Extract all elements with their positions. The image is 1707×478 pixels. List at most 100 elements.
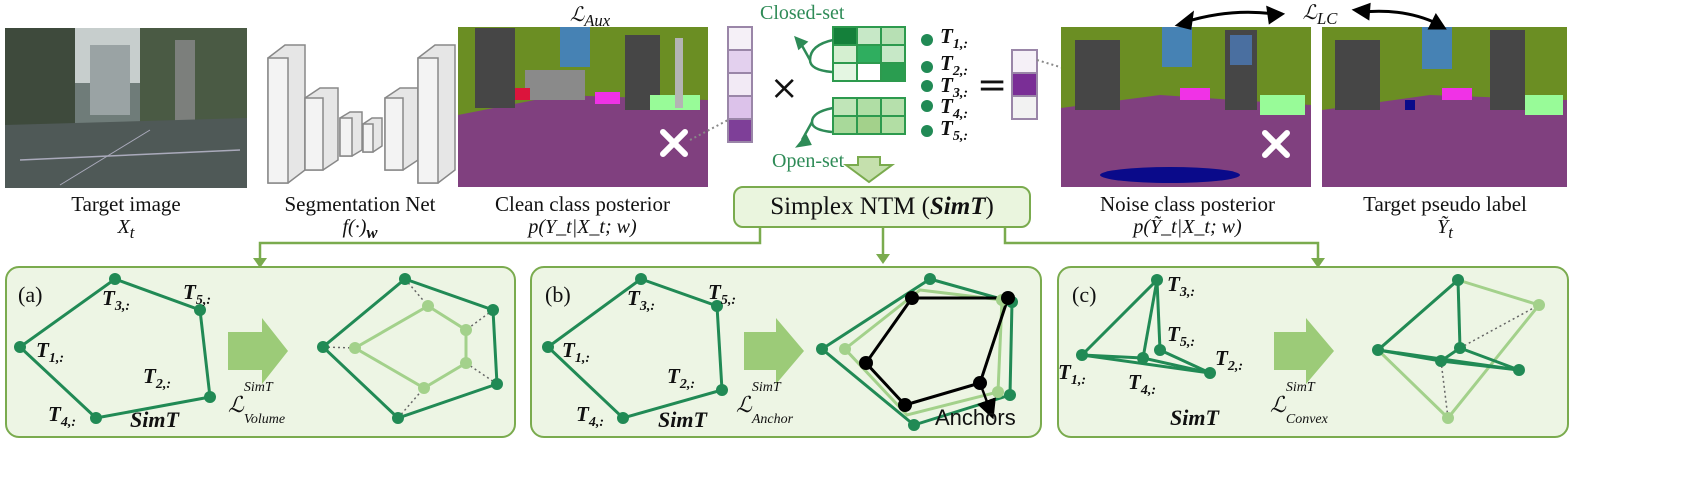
panel-c-tag: (c) xyxy=(1072,282,1097,307)
lc-loss-sub: LC xyxy=(1317,9,1338,28)
row-1-t: T xyxy=(940,24,953,48)
c-t2: T xyxy=(1215,346,1228,370)
seg-net-symbol: f(·)w xyxy=(255,216,465,243)
open-set-label: Open-set xyxy=(772,150,845,172)
c-t3-sub: 3,: xyxy=(1179,285,1195,301)
panel-b-arrow xyxy=(744,318,804,384)
c-loss-sup: SimT xyxy=(1285,380,1315,395)
panel-c-arrow xyxy=(1274,318,1334,384)
symbol-x-sub: t xyxy=(129,223,135,242)
b-t4-sub: 4,: xyxy=(588,415,604,431)
c-loss-l: ℒ xyxy=(1270,392,1286,417)
target-image xyxy=(5,28,247,188)
row-5-sub: 5,: xyxy=(952,129,968,145)
seg-net-w: w xyxy=(366,223,378,242)
c-t1-sub: 1,: xyxy=(1070,373,1086,389)
row-2-sub: 2,: xyxy=(952,64,968,80)
panel-b-label-t2: T2,: xyxy=(667,364,695,393)
c-t3: T xyxy=(1167,272,1180,296)
seg-net-caption: Segmentation Net xyxy=(284,192,436,216)
lc-loss: ℒLC xyxy=(1285,0,1355,29)
panel-c-label-t1: T1,: xyxy=(1058,360,1086,389)
noise-posterior-caption: Noise class posterior xyxy=(1100,192,1275,216)
down-arrow-to-simt xyxy=(842,156,896,184)
closed-set-label: Closed-set xyxy=(760,2,845,24)
matrix-row-dots xyxy=(921,34,933,137)
c-loss-sub: Convex xyxy=(1285,412,1328,428)
panel-a-label-t4: T4,: xyxy=(48,402,76,431)
panel-b-label-t4: T4,: xyxy=(576,402,604,431)
b-loss-sub: Anchor xyxy=(751,412,794,428)
pseudo-label-map xyxy=(1322,27,1567,187)
lc-loss-symbol: ℒ xyxy=(1302,2,1318,24)
panel-c-simt: SimT xyxy=(1170,405,1219,430)
pseudo-label-symbol: Ỹt xyxy=(1320,216,1570,243)
a-loss-l: ℒ xyxy=(228,392,244,417)
panel-a-label-t5: T5,: xyxy=(183,280,211,309)
simplex-ntm-box: Simplex NTM (SimT) xyxy=(733,186,1031,228)
a-t4-sub: 4,: xyxy=(60,415,76,431)
matrix-row-5: T5,: xyxy=(940,116,968,145)
panel-a-result xyxy=(317,273,503,424)
noise-posterior-map xyxy=(1061,27,1311,187)
panel-b-simplex xyxy=(542,273,728,424)
c-t4-sub: 4,: xyxy=(1140,383,1156,399)
segmentation-net-graphic xyxy=(267,44,456,184)
b-t3: T xyxy=(627,286,640,310)
row-4-sub: 4,: xyxy=(952,107,968,123)
matrix-row-2: T2,: xyxy=(940,51,968,80)
pseudo-label-caption: Target pseudo label xyxy=(1363,192,1527,216)
matrix-row-1: T1,: xyxy=(940,24,968,53)
b-t1-sub: 1,: xyxy=(574,351,590,367)
b-t1: T xyxy=(562,338,575,362)
simt-connector-heads xyxy=(253,254,1325,268)
panel-a-label-t3: T3,: xyxy=(102,286,130,315)
panel-c-label-t3: T3,: xyxy=(1167,272,1195,301)
panel-c-simplex xyxy=(1076,274,1216,379)
pseudo-y: Ỹ xyxy=(1437,216,1449,238)
c-t5: T xyxy=(1167,322,1180,346)
symbol-x: X xyxy=(117,216,130,238)
panel-c-result xyxy=(1372,274,1545,424)
b-t5-sub: 5,: xyxy=(720,293,736,309)
a-t3-sub: 3,: xyxy=(114,299,130,315)
panel-b-label-t5: T5,: xyxy=(708,280,736,309)
panel-c-label-t2: T2,: xyxy=(1215,346,1243,375)
equals-sign: = xyxy=(977,65,1008,106)
a-t3: T xyxy=(102,286,115,310)
simt-title-suffix: ) xyxy=(985,193,994,220)
a-t4: T xyxy=(48,402,61,426)
panel-b-simt: SimT xyxy=(658,407,707,432)
a-t1: T xyxy=(36,338,49,362)
clean-posterior-caption: Clean class posterior xyxy=(495,192,670,216)
b-t2-sub: 2,: xyxy=(679,377,695,393)
b-t5: T xyxy=(708,280,721,304)
simt-title-bold: SimT xyxy=(929,193,986,220)
clean-prob-vector xyxy=(689,26,753,143)
b-loss-l: ℒ xyxy=(736,392,752,417)
c-t2-sub: 2,: xyxy=(1227,359,1243,375)
panel-b-result xyxy=(816,273,1018,431)
a-t5: T xyxy=(183,280,196,304)
seg-net-f: f(·) xyxy=(342,216,367,238)
panel-a-simt: SimT xyxy=(130,407,179,432)
panel-b-label-t1: T1,: xyxy=(562,338,590,367)
a-t2: T xyxy=(143,364,156,388)
transition-matrix xyxy=(832,26,906,135)
clean-posterior-formula: p(Y_t|X_t; w) xyxy=(528,216,637,238)
row-2-t: T xyxy=(940,51,953,75)
panel-a-label-t1: T1,: xyxy=(36,338,64,367)
row-5-t: T xyxy=(940,116,953,140)
panel-a-simplex xyxy=(14,273,216,424)
c-t1: T xyxy=(1058,360,1071,384)
a-loss-sup: SimT xyxy=(243,380,273,395)
matrix-row-3: T3,: xyxy=(940,73,968,102)
b-t4: T xyxy=(576,402,589,426)
panel-b-anchors-label: Anchors xyxy=(935,405,1016,430)
row-1-sub: 1,: xyxy=(952,37,968,53)
row-3-sub: 3,: xyxy=(952,86,968,102)
